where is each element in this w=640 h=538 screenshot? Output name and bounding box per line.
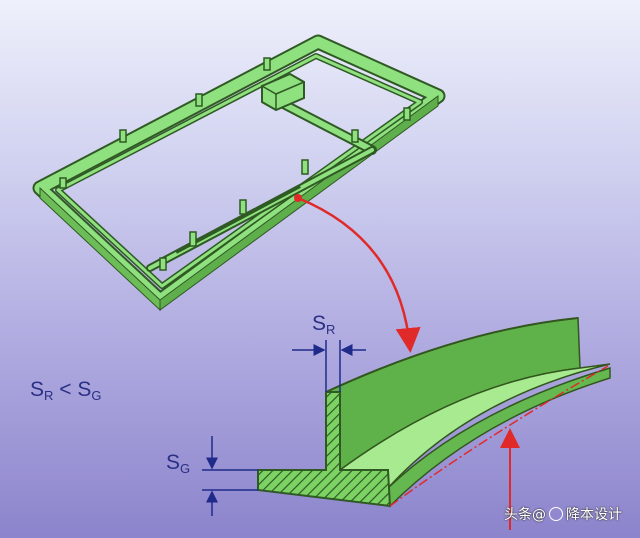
- sg-dimension: [202, 436, 258, 516]
- sr-label: SR: [312, 312, 336, 337]
- watermark: 头条@降本设计: [504, 507, 622, 523]
- sr-dimension: [292, 340, 366, 392]
- thickness-relation-label: SR < SG: [30, 378, 102, 403]
- rib-section: [257, 317, 611, 508]
- curved-arrow-icon: [297, 196, 421, 353]
- sg-label: SG: [166, 451, 191, 476]
- watermark-logo-icon: [549, 507, 563, 521]
- frame-part: [32, 34, 446, 312]
